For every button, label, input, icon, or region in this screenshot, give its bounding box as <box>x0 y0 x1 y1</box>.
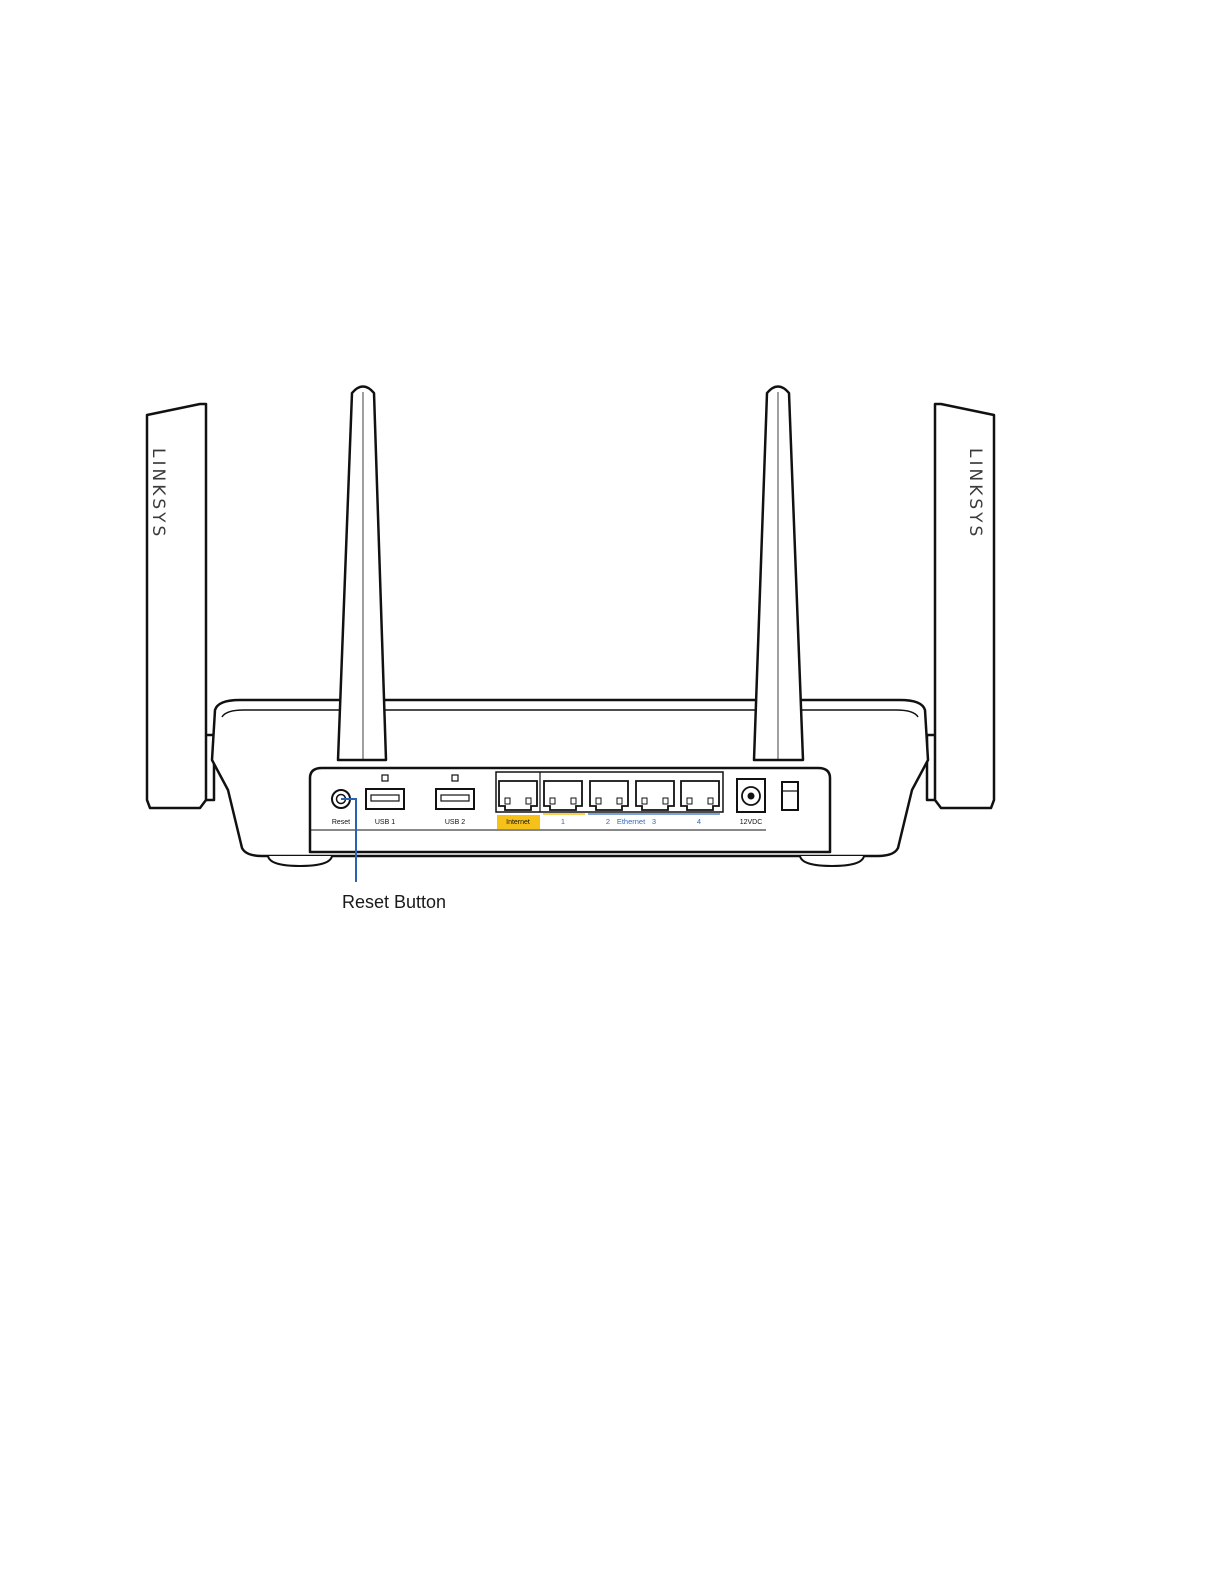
power-label: 12VDC <box>740 819 763 826</box>
ethernet-4-label: 4 <box>697 817 701 826</box>
usb2-led-icon <box>452 775 458 781</box>
right-antenna-brand: LINKSYS <box>965 448 985 539</box>
left-foot <box>268 856 332 866</box>
internet-port[interactable] <box>499 781 537 810</box>
ethernet-port-3[interactable] <box>636 781 674 810</box>
ethernet-port-1[interactable] <box>544 781 582 810</box>
right-tall-antenna <box>754 387 803 761</box>
internet-label: Internet <box>506 819 530 826</box>
ethernet-group-label: Ethernet <box>617 817 646 826</box>
ethernet-3-label: 3 <box>652 817 656 826</box>
right-foot <box>800 856 864 866</box>
router-body <box>212 700 928 856</box>
left-antenna-brand: LINKSYS <box>148 448 168 539</box>
usb1-port[interactable] <box>366 789 404 809</box>
usb2-label: USB 2 <box>445 819 465 826</box>
ethernet-port-2[interactable] <box>590 781 628 810</box>
power-switch[interactable] <box>782 782 798 810</box>
ethernet-port-4[interactable] <box>681 781 719 810</box>
usb1-label: USB 1 <box>375 819 395 826</box>
callout-label: Reset Button <box>342 892 446 912</box>
usb2-port[interactable] <box>436 789 474 809</box>
ethernet-2-label: 2 <box>606 817 610 826</box>
left-tall-antenna <box>338 387 386 761</box>
ethernet-1-label: 1 <box>561 817 565 826</box>
power-jack[interactable] <box>737 779 765 812</box>
usb1-led-icon <box>382 775 388 781</box>
reset-label: Reset <box>332 819 350 826</box>
